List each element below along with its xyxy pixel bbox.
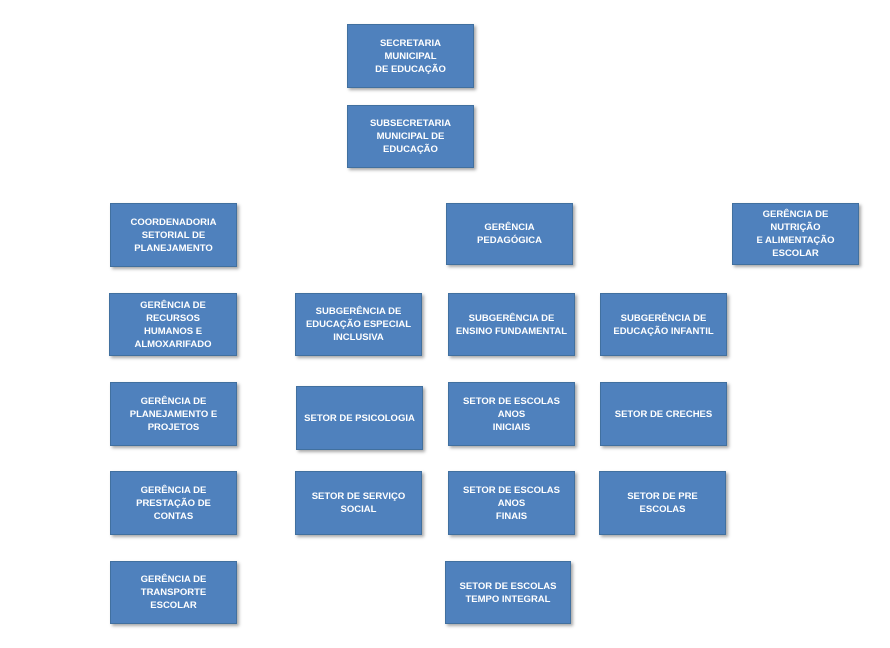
subgerencia-infantil-line-1: SUBGERÊNCIA DE: [620, 312, 707, 324]
setor-servico-social-line-2: SOCIAL: [340, 504, 377, 515]
setor-creches-box: SETOR DE CRECHES: [600, 382, 727, 446]
subgerencia-especial-line-1: SUBGERÊNCIA DE: [315, 306, 402, 317]
subgerencia-infantil-line-2: EDUCAÇÃO INFANTIL: [613, 325, 714, 337]
subgerencia-fundamental-box: SUBGERÊNCIA DE ENSINO FUNDAMENTAL: [448, 293, 575, 356]
gerencia-nutricao-line-2: E ALIMENTAÇÃO: [756, 235, 835, 246]
gerencia-planejamento-line-1: GERÊNCIA DE: [140, 395, 207, 407]
gerencia-planejamento-line-2: PLANEJAMENTO E: [129, 408, 218, 420]
setor-anos-iniciais-box: SETOR DE ESCOLAS ANOS INICIAIS: [448, 382, 575, 446]
gerencia-nutricao-box: GERÊNCIA DE NUTRIÇÃO E ALIMENTAÇÃO ESCOL…: [732, 203, 859, 265]
gerencia-rh-line-2: HUMANOS E: [143, 325, 203, 337]
setor-tempo-integral-box: SETOR DE ESCOLAS TEMPO INTEGRAL: [445, 561, 571, 624]
subsecretaria-line-3: EDUCAÇÃO: [383, 144, 438, 155]
coordenadoria-line-1: COORDENADORIA: [130, 216, 217, 228]
gerencia-planejamento-box: GERÊNCIA DE PLANEJAMENTO E PROJETOS: [110, 382, 237, 446]
subgerencia-fundamental-line-1: SUBGERÊNCIA DE: [468, 312, 555, 324]
subgerencia-infantil-box: SUBGERÊNCIA DE EDUCAÇÃO INFANTIL: [600, 293, 727, 356]
setor-anos-iniciais-line-1: SETOR DE ESCOLAS ANOS: [463, 395, 560, 420]
gerencia-nutricao-line-1: GERÊNCIA DE NUTRIÇÃO: [762, 209, 829, 233]
setor-tempo-integral-line-1: SETOR DE ESCOLAS: [459, 580, 557, 592]
gerencia-rh-line-1: GERÊNCIA DE RECURSOS: [140, 299, 206, 324]
secretaria-line-1: SECRETARIA MUNICIPAL: [379, 37, 442, 62]
subgerencia-especial-line-3: INCLUSIVA: [333, 332, 384, 343]
setor-anos-finais-box: SETOR DE ESCOLAS ANOS FINAIS: [448, 471, 575, 535]
setor-tempo-integral-line-2: TEMPO INTEGRAL: [465, 593, 551, 605]
coordenadoria-line-3: PLANEJAMENTO: [134, 242, 213, 254]
setor-pre-escolas-box: SETOR DE PRE ESCOLAS: [599, 471, 726, 535]
subgerencia-especial-box: SUBGERÊNCIA DE EDUCAÇÃO ESPECIAL INCLUSI…: [295, 293, 422, 356]
subgerencia-especial-line-2: EDUCAÇÃO ESPECIAL: [305, 319, 412, 330]
secretaria-municipal-box: SECRETARIA MUNICIPAL DE EDUCAÇÃO: [347, 24, 474, 88]
gerencia-contas-box: GERÊNCIA DE PRESTAÇÃO DE CONTAS: [110, 471, 237, 535]
gerencia-transporte-line-1: GERÊNCIA DE: [140, 574, 207, 585]
setor-servico-social-box: SETOR DE SERVIÇO SOCIAL: [295, 471, 422, 535]
gerencia-pedagogica-line-1: GERÊNCIA PEDAGÓGICA: [477, 222, 542, 246]
secretaria-line-2: DE EDUCAÇÃO: [375, 63, 446, 75]
setor-psicologia-line-1: SETOR DE PSICOLOGIA: [304, 412, 415, 424]
gerencia-rh-line-3: ALMOXARIFADO: [134, 338, 212, 350]
gerencia-rh-box: GERÊNCIA DE RECURSOS HUMANOS E ALMOXARIF…: [109, 293, 237, 356]
setor-servico-social-line-1: SETOR DE SERVIÇO: [311, 491, 406, 502]
coordenadoria-line-2: SETORIAL DE: [141, 229, 206, 241]
gerencia-pedagogica-box: GERÊNCIA PEDAGÓGICA: [446, 203, 573, 265]
gerencia-transporte-box: GERÊNCIA DE TRANSPORTE ESCOLAR: [110, 561, 237, 624]
setor-anos-finais-line-2: FINAIS: [495, 510, 528, 522]
gerencia-nutricao-line-3: ESCOLAR: [772, 248, 819, 259]
coordenadoria-box: COORDENADORIA SETORIAL DE PLANEJAMENTO: [110, 203, 237, 267]
subsecretaria-box: SUBSECRETARIA MUNICIPAL DE EDUCAÇÃO: [347, 105, 474, 168]
subsecretaria-line-2: MUNICIPAL DE: [376, 131, 445, 142]
gerencia-contas-line-1: GERÊNCIA DE: [140, 484, 207, 496]
subsecretaria-line-1: SUBSECRETARIA: [369, 118, 452, 129]
setor-anos-finais-line-1: SETOR DE ESCOLAS ANOS: [463, 484, 560, 509]
subgerencia-fundamental-line-2: ENSINO FUNDAMENTAL: [455, 325, 568, 337]
setor-psicologia-box: SETOR DE PSICOLOGIA: [296, 386, 423, 450]
setor-anos-iniciais-line-2: INICIAIS: [492, 421, 531, 433]
gerencia-contas-line-2: PRESTAÇÃO DE CONTAS: [136, 497, 211, 522]
gerencia-planejamento-line-3: PROJETOS: [147, 421, 200, 433]
setor-creches-line-1: SETOR DE CRECHES: [614, 408, 713, 420]
setor-pre-escolas-line-1: SETOR DE PRE ESCOLAS: [627, 491, 698, 515]
gerencia-transporte-line-2: TRANSPORTE ESCOLAR: [140, 587, 207, 611]
